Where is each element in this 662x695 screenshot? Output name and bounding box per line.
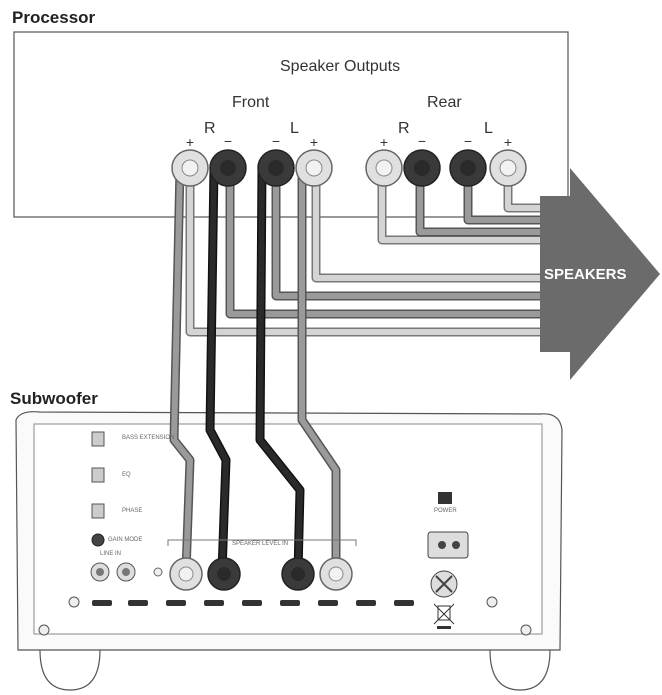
front-left-label: L	[290, 120, 299, 137]
speakers-label: SPEAKERS	[544, 266, 627, 283]
processor-title: Processor	[12, 8, 96, 27]
phase-label: PHASE	[122, 508, 143, 514]
rear-left-label: L	[484, 120, 493, 137]
svg-text:+: +	[310, 134, 318, 150]
front-wires-to-subwoofer	[169, 167, 341, 573]
rear-right-negative-terminal[interactable]	[403, 149, 441, 187]
gain-mode-label: GAIN MODE	[108, 537, 143, 543]
eq-label: EQ	[122, 472, 131, 478]
front-right-positive-terminal[interactable]	[171, 149, 209, 187]
subwoofer-foot-left	[39, 649, 101, 691]
vent-slots	[92, 600, 414, 606]
svg-text:−: −	[464, 133, 472, 149]
line-in-label: LINE IN	[100, 551, 122, 557]
front-wires-to-speakers	[185, 170, 540, 337]
corner-screws	[38, 596, 532, 636]
rear-label: Rear	[427, 94, 462, 111]
svg-text:+: +	[504, 134, 512, 150]
screw-icon	[153, 567, 163, 577]
svg-text:−: −	[272, 133, 280, 149]
front-right-negative-terminal[interactable]	[209, 149, 247, 187]
rear-right-positive-terminal[interactable]	[365, 149, 403, 187]
speaker-level-in-bracket	[167, 539, 357, 546]
sub-left-positive-terminal[interactable]	[319, 557, 353, 591]
sub-right-negative-terminal[interactable]	[207, 557, 241, 591]
front-left-negative-terminal[interactable]	[257, 149, 295, 187]
speaker-level-in-label: SPEAKER LEVEL IN	[232, 541, 289, 547]
speakers-arrow	[540, 168, 660, 380]
eq-switch[interactable]	[91, 467, 105, 483]
processor-box	[13, 31, 569, 218]
rear-left-positive-terminal[interactable]	[489, 149, 527, 187]
front-label: Front	[232, 94, 270, 111]
speaker-outputs-title: Speaker Outputs	[280, 58, 401, 75]
front-left-positive-terminal[interactable]	[295, 149, 333, 187]
bass-extension-label: BASS EXTENSION	[122, 435, 175, 441]
svg-text:−: −	[224, 133, 232, 149]
subwoofer-foot-right	[489, 649, 551, 691]
rear-right-label: R	[398, 120, 410, 137]
subwoofer-title: Subwoofer	[10, 389, 98, 408]
subwoofer-terminals	[169, 557, 353, 591]
rear-left-negative-terminal[interactable]	[449, 149, 487, 187]
svg-text:−: −	[418, 133, 426, 149]
subwoofer-controls	[90, 431, 357, 582]
svg-text:+: +	[380, 134, 388, 150]
polarity-symbols: + − − + + − − +	[186, 133, 512, 150]
power-logo-icon	[438, 492, 452, 504]
power-inlet[interactable]	[427, 531, 469, 559]
power-label: POWER	[434, 508, 457, 514]
phase-switch[interactable]	[91, 503, 105, 519]
svg-text:+: +	[186, 134, 194, 150]
sub-right-positive-terminal[interactable]	[169, 557, 203, 591]
sub-left-negative-terminal[interactable]	[281, 557, 315, 591]
power-section	[427, 492, 469, 629]
front-right-label: R	[204, 120, 216, 137]
subwoofer-panel	[33, 423, 543, 635]
processor-terminals	[171, 149, 527, 187]
bass-extension-switch[interactable]	[91, 431, 105, 447]
weee-bin-icon	[433, 603, 455, 629]
gain-mode-knob[interactable]	[91, 533, 105, 547]
